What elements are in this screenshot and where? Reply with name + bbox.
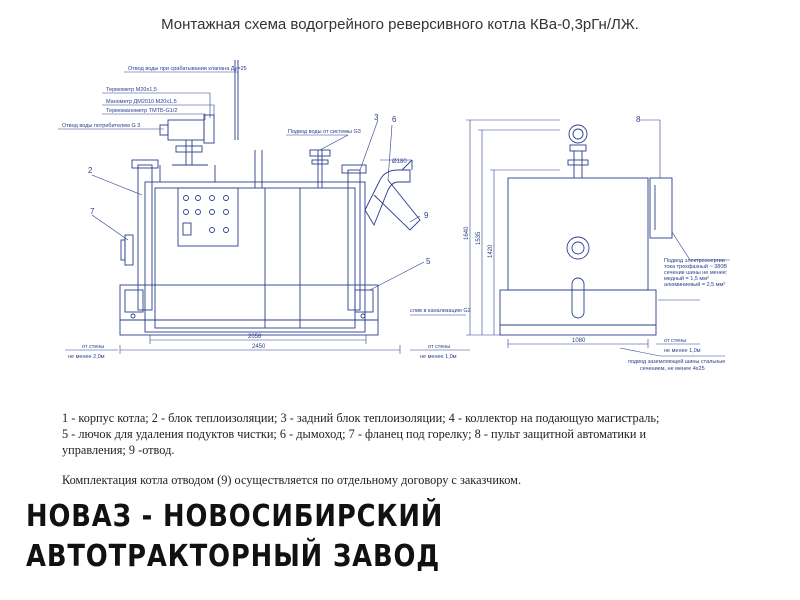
labels-right: Подвод электроэнергии тока трехфазный ~ …: [628, 258, 728, 372]
right-stand: [347, 169, 361, 311]
side-control-panel: [649, 177, 673, 239]
brand-banner: НОВАЗ - НОВОСИБИРСКИЙ АВТОТРАКТОРНЫЙ ЗАВ…: [26, 497, 443, 577]
label-power-4: медный = 1,5 мм²: [664, 275, 709, 282]
part-number-2: 2: [88, 166, 93, 175]
dim-2056: 2056: [248, 334, 262, 340]
legend-line-2: 5 - лючок для удаления подуктов чистки; …: [62, 427, 647, 441]
label-consumer-drain: Отвод воды потребителем G 3: [62, 123, 140, 129]
label-manometer: Манометр ДМ2010 М20х1,5: [106, 99, 177, 105]
label-power-5: алюминиевый = 2,5 мм²: [664, 281, 725, 288]
label-wall-left-bottom: не менее 2,0м: [68, 354, 105, 360]
chimney: [364, 169, 411, 227]
part-number-5: 5: [426, 257, 431, 266]
part-number-9: 9: [424, 211, 429, 220]
control-panel: [177, 187, 239, 247]
dim-diameter: Ø180: [392, 159, 407, 165]
label-thermometer: Термометр М20х1,5: [106, 87, 157, 93]
part-numbers: 2 7 3 6 9 5 8: [88, 113, 641, 266]
legend-note: Комплектация котла отводом (9) осуществл…: [62, 473, 522, 487]
brand-line-2: АВТОТРАКТОРНЫЙ ЗАВОД: [26, 539, 441, 574]
side-view: [499, 124, 673, 336]
outlet-elbow: [373, 179, 421, 231]
label-ground-1: подвод заземляющей шины стальные: [628, 358, 725, 365]
side-body: [507, 177, 649, 291]
diagram-title: Монтажная схема водогрейного реверсивног…: [161, 16, 639, 33]
label-wall-mid-top: от стены: [428, 344, 450, 350]
dim-1420: 1420: [488, 244, 494, 258]
label-power-2: тока трехфазный ~ 380В: [664, 263, 727, 270]
dim-1640: 1640: [464, 226, 470, 240]
dimension-labels: 2056 2450 Ø180 1080 1640 1535 1420: [248, 159, 586, 350]
label-wall-mid-bottom: не менее 1,0м: [420, 354, 457, 360]
label-system-supply: Подвод воды от системы G3: [288, 129, 361, 135]
collector: [159, 114, 216, 182]
label-wall-right-top: от стены: [664, 338, 686, 344]
front-view: [119, 60, 421, 336]
label-valve-drain: Отвод воды при срабатывании клапана Ду=2…: [128, 66, 247, 72]
control-panel-switches: [182, 195, 229, 236]
label-ground-2: сечением, не менее 4х25: [640, 366, 705, 372]
labels-left: Отвод воды при срабатывании клапана Ду=2…: [62, 66, 471, 360]
legend: 1 - корпус котла; 2 - блок теплоизоляции…: [62, 410, 762, 488]
label-power-1: Подвод электроэнергии: [664, 258, 725, 264]
legend-line-1: 1 - корпус котла; 2 - блок теплоизоляции…: [62, 411, 660, 425]
part-number-6: 6: [392, 115, 397, 124]
dim-1080: 1080: [572, 338, 586, 344]
dim-2450: 2450: [252, 344, 266, 350]
label-thermomanometer: Термоманометр ТМТБ-G1/2: [106, 108, 177, 114]
label-power-3: сечение шины не менее:: [664, 270, 728, 276]
label-sewer: слив в канализацию G2: [410, 308, 471, 314]
part-number-7: 7: [90, 207, 95, 216]
side-base: [499, 289, 657, 336]
legend-line-3: управления; 9 -отвод.: [62, 443, 175, 457]
left-stand: [137, 164, 153, 311]
brand-line-1: НОВАЗ - НОВОСИБИРСКИЙ: [26, 499, 444, 534]
burner-flange: [120, 234, 134, 266]
part-number-8: 8: [636, 115, 641, 124]
dim-1535: 1535: [476, 231, 482, 245]
label-wall-left-top: от стены: [82, 344, 104, 350]
label-wall-right-bottom: не менее 1,0м: [664, 348, 701, 354]
cleaning-hatch: [354, 289, 374, 313]
base-frame: [119, 284, 379, 336]
part-number-3: 3: [374, 113, 379, 122]
